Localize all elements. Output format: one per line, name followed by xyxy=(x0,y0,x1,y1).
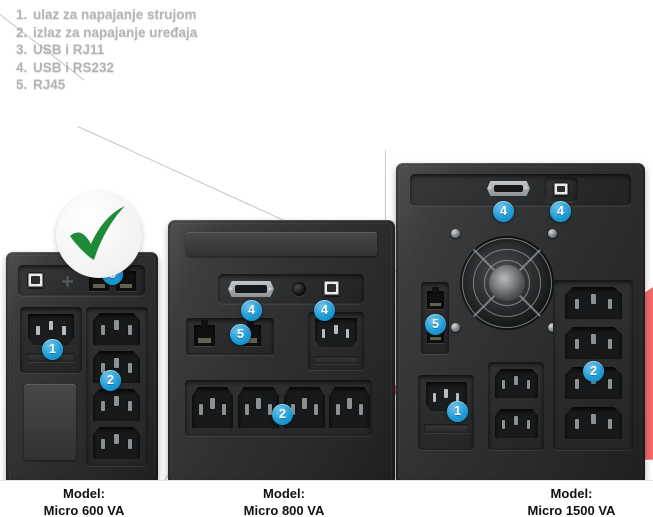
marker-1-inlet: 1 xyxy=(42,339,63,360)
fan-screw xyxy=(451,229,460,238)
usb-port[interactable] xyxy=(323,280,340,296)
legend-item-number: 4. xyxy=(16,59,28,75)
rj45-port-in[interactable] xyxy=(194,319,215,346)
fan-screw xyxy=(451,323,460,332)
aux-jack[interactable] xyxy=(292,282,306,296)
model-label-micro-800: Model: Micro 800 VA xyxy=(200,485,368,517)
power-outlet[interactable] xyxy=(329,387,370,429)
ups-unit-micro-800: 4 4 5 2 xyxy=(168,220,395,485)
usb-port[interactable] xyxy=(553,182,569,196)
power-outlet[interactable] xyxy=(238,387,279,429)
marker-2-outlets: 2 xyxy=(100,370,121,391)
fan-screw xyxy=(548,229,557,238)
legend-item-number: 3. xyxy=(16,42,28,57)
legend-item-text: RJ45 xyxy=(33,77,66,92)
db9-screw-left xyxy=(488,186,493,191)
legend-item: 3. USB i RJ11 xyxy=(16,41,197,59)
ups-unit-micro-1500: 4 4 5 1 2 xyxy=(396,163,645,485)
marker-5-rj45: 5 xyxy=(425,314,446,335)
power-outlet[interactable] xyxy=(93,389,140,422)
marker-2-outlets: 2 xyxy=(272,404,293,425)
power-outlet[interactable] xyxy=(565,407,622,440)
marker-4-serial: 4 xyxy=(493,201,514,222)
model-name: Micro 800 VA xyxy=(243,503,325,517)
model-label-bar: Model: Micro 600 VA Model: Micro 800 VA … xyxy=(0,480,653,517)
legend-item-number: 2. xyxy=(16,24,28,40)
model-caption: Model: xyxy=(550,486,593,501)
rs232-serial-port[interactable] xyxy=(487,181,530,196)
power-outlet[interactable] xyxy=(495,409,538,439)
model-label-micro-600: Model: Micro 600 VA xyxy=(0,485,168,517)
checkmark-icon xyxy=(70,206,125,260)
legend-item-text: USB i RJ11 xyxy=(33,42,105,57)
usb-port[interactable] xyxy=(27,272,44,288)
model-name: Micro 600 VA xyxy=(43,503,125,517)
db9-screw-left xyxy=(229,286,234,292)
legend-item-text: izlaz za napajanje uređaja xyxy=(33,24,198,40)
power-outlet[interactable] xyxy=(192,387,233,429)
legend: 1. ulaz za napajanje strujom 2. izlaz za n… xyxy=(16,6,197,94)
model-caption: Model: xyxy=(263,486,305,501)
power-outlet[interactable] xyxy=(93,427,140,460)
top-ridge xyxy=(186,232,377,256)
legend-item-number: 1. xyxy=(16,7,28,22)
model-caption: Model: xyxy=(63,486,105,501)
rs232-serial-port[interactable] xyxy=(228,281,274,297)
legend-item: 1. ulaz za napajanje strujom xyxy=(16,6,197,24)
power-outlet[interactable] xyxy=(93,313,140,346)
marker-4-usb: 4 xyxy=(550,201,571,222)
checkmark-badge xyxy=(56,192,142,278)
legend-item-number: 5. xyxy=(16,77,28,92)
model-label-micro-1500: Model: Micro 1500 VA xyxy=(490,485,653,517)
marker-2-outlets: 2 xyxy=(583,361,604,382)
ups-unit-micro-600: 3 1 2 xyxy=(6,252,158,485)
cooling-fan-grille xyxy=(460,236,554,330)
marker-4-usb: 4 xyxy=(314,300,335,321)
legend-item: 5. RJ45 xyxy=(16,76,197,94)
rj45-port-in[interactable] xyxy=(427,286,444,309)
power-outlet[interactable] xyxy=(565,327,622,360)
power-inlet[interactable] xyxy=(315,318,357,348)
legend-item: 4. USB i RS232 xyxy=(16,59,197,77)
ground-symbol-icon xyxy=(62,276,73,287)
legend-item-text: ulaz za napajanje strujom xyxy=(33,7,197,22)
marker-5-rj45: 5 xyxy=(230,324,251,345)
blank-panel xyxy=(24,384,76,460)
circuit-breaker[interactable] xyxy=(424,424,469,433)
db9-screw-right xyxy=(268,286,273,292)
legend-item-text: USB i RS232 xyxy=(33,59,115,75)
db9-screw-right xyxy=(524,186,529,191)
power-outlet[interactable] xyxy=(565,287,622,320)
fan-screw xyxy=(548,323,557,332)
marker-1-inlet: 1 xyxy=(447,401,468,422)
label-bar-divider xyxy=(0,480,653,481)
model-name: Micro 1500 VA xyxy=(527,503,616,517)
marker-4-serial: 4 xyxy=(241,300,262,321)
legend-item: 2. izlaz za napajanje uređaja xyxy=(16,24,197,42)
power-outlet[interactable] xyxy=(495,369,538,399)
circuit-breaker[interactable] xyxy=(314,356,358,364)
